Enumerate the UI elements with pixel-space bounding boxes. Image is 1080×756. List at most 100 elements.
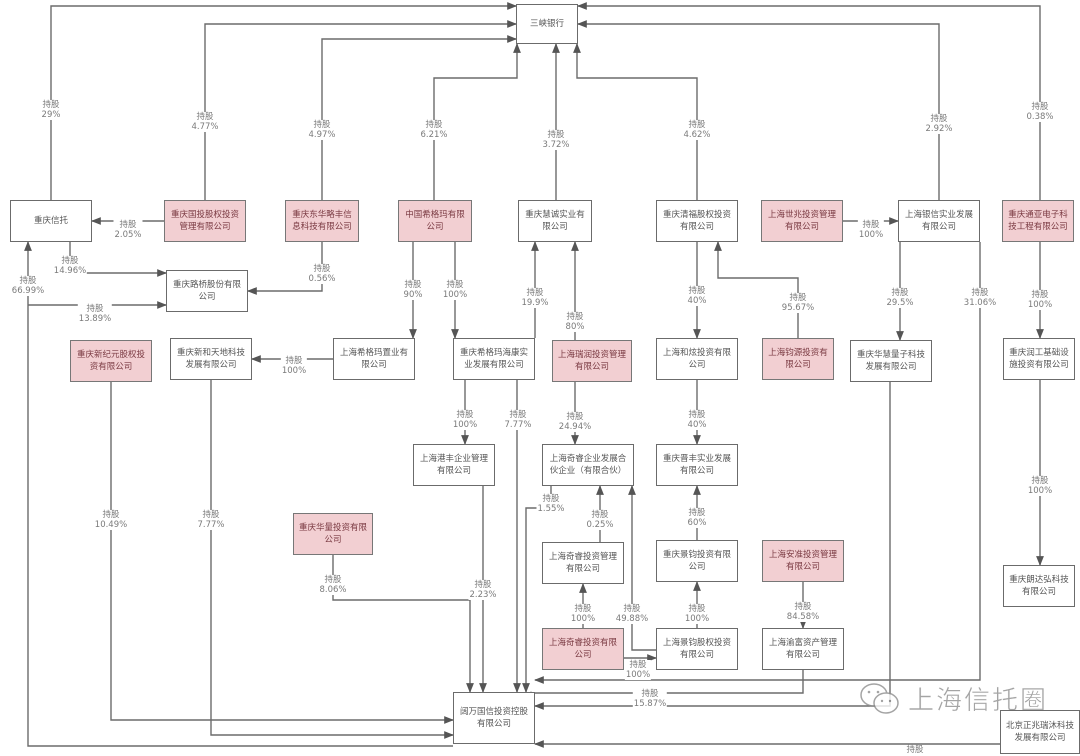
company-name: 重庆清福股权投资有限公司 [662, 210, 731, 232]
company-name: 上海奇睿投资管理有限公司 [548, 552, 617, 574]
hold-text: 持股 [591, 510, 609, 520]
ownership-label: 持股 13.89% [77, 304, 113, 324]
company-node-cqgt[interactable]: 重庆国投股权投资管理有限公司 [164, 200, 246, 242]
hold-text: 持股 [526, 288, 544, 298]
ownership-percent: 24.94% [558, 422, 592, 432]
company-name: 上海钧源投资有限公司 [768, 348, 828, 370]
company-node-cqxj[interactable]: 重庆新纪元股权投资有限公司 [70, 340, 152, 382]
company-node-cqlq[interactable]: 重庆路桥股份有限公司 [166, 270, 248, 312]
hold-text: 持股 [456, 410, 474, 420]
company-name: 重庆晋丰实业发展有限公司 [662, 454, 731, 476]
company-node-cqxgmhk[interactable]: 重庆希格玛海康实业发展有限公司 [453, 338, 535, 380]
ownership-percent: 19.9% [521, 298, 549, 308]
company-node-cqjy[interactable]: 重庆景钧投资有限公司 [656, 540, 738, 582]
ownership-edge-shyx-to-ywgx [534, 242, 981, 684]
company-node-sxbank[interactable]: 三峡银行 [516, 4, 578, 44]
company-node-zgsjm[interactable]: 中国希格玛有限公司 [398, 200, 472, 242]
company-node-shyf[interactable]: 上海渝富资产管理有限公司 [762, 628, 844, 670]
ownership-percent: 13.89% [78, 314, 112, 324]
company-node-shhx[interactable]: 上海和炫投资有限公司 [656, 338, 738, 380]
hold-text: 持股 [61, 256, 79, 266]
company-node-shsz[interactable]: 上海世兆投资管理有限公司 [761, 200, 843, 242]
ownership-label: 持股 40% [686, 286, 708, 306]
company-node-cqty[interactable]: 重庆通亚电子科技工程有限公司 [1002, 200, 1074, 242]
ownership-label: 持股 7.77% [503, 410, 533, 430]
company-node-cqjf[interactable]: 重庆晋丰实业发展有限公司 [656, 444, 738, 486]
ownership-label: 持股 100% [569, 604, 597, 624]
ownership-percent: 6.21% [420, 130, 448, 140]
ownership-label: 持股 100% [683, 604, 711, 624]
hold-text: 持股 [42, 100, 60, 110]
company-node-shgf[interactable]: 上海港丰企业管理有限公司 [413, 444, 495, 486]
company-node-cqjc[interactable]: 重庆慧诚实业有限公司 [518, 200, 592, 242]
company-node-shrr[interactable]: 上海瑞润投资管理有限公司 [552, 340, 632, 382]
hold-text: 持股 [119, 220, 137, 230]
hold-text: 持股 [313, 264, 331, 274]
ownership-label: 持股 0.25% [585, 510, 615, 530]
company-name: 上海安准投资管理有限公司 [768, 550, 837, 572]
hold-text: 持股 [19, 276, 37, 286]
company-node-cqqf[interactable]: 重庆清福股权投资有限公司 [656, 200, 738, 242]
company-node-ywgx[interactable]: 阔万国信投资控股有限公司 [453, 692, 535, 744]
ownership-label: 持股 4.77% [190, 112, 220, 132]
ownership-percent: 8.06% [319, 585, 347, 595]
ownership-percent: 15.87% [633, 699, 667, 709]
hold-text: 持股 [1031, 102, 1049, 112]
ownership-edge-cqxh-to-ywgx [210, 380, 454, 739]
company-name: 中国希格玛有限公司 [405, 210, 465, 232]
company-node-cqdh2[interactable]: 重庆朗达弘科技有限公司 [1003, 565, 1075, 607]
ownership-percent: 3.72% [542, 140, 570, 150]
ownership-label: 持股 15.87% [632, 689, 668, 709]
company-name: 上海银信实业发展有限公司 [904, 210, 973, 232]
ownership-percent: 14.96% [53, 266, 87, 276]
company-node-bjzs[interactable]: 北京正兆瑞沐科技发展有限公司 [1000, 710, 1080, 754]
company-node-shqrhh[interactable]: 上海奇睿企业发展合伙企业（有限合伙） [542, 444, 634, 486]
ownership-label: 持股 1.55% [536, 494, 566, 514]
ownership-edge-cqgt-to-sxbank [204, 20, 517, 200]
hold-text: 持股 [688, 410, 706, 420]
hold-text: 持股 [688, 286, 706, 296]
company-node-shjy[interactable]: 上海钧源投资有限公司 [762, 338, 834, 380]
ownership-percent: 10.49% [94, 520, 128, 530]
ownership-percent: 0.38% [1026, 112, 1054, 122]
ownership-label: 持股 0.56% [307, 264, 337, 284]
company-node-cqhh[interactable]: 重庆华慧量子科技发展有限公司 [850, 340, 932, 382]
ownership-label: 持股 95.67% [780, 293, 816, 313]
ownership-label: 持股 100% [441, 280, 469, 300]
company-node-shaj[interactable]: 上海安准投资管理有限公司 [762, 540, 844, 582]
hold-text: 持股 [425, 120, 443, 130]
ownership-edge-cqxj-to-ywgx [110, 382, 454, 724]
ownership-percent: 1.55% [537, 504, 565, 514]
company-node-shqrtz[interactable]: 上海奇睿投资有限公司 [542, 628, 624, 670]
company-node-cqxh[interactable]: 重庆新和天地科技发展有限公司 [170, 338, 252, 380]
ownership-label: 持股 [905, 745, 925, 755]
hold-text: 持股 [547, 130, 565, 140]
company-node-cqhl[interactable]: 重庆华量投资有限公司 [293, 513, 373, 555]
company-node-shjygq[interactable]: 上海景钧股权投资有限公司 [656, 628, 738, 670]
company-node-shyx[interactable]: 上海银信实业发展有限公司 [898, 200, 980, 242]
hold-text: 持股 [509, 410, 527, 420]
hold-text: 持股 [688, 604, 706, 614]
hold-text: 持股 [623, 604, 641, 614]
ownership-percent: 100% [570, 614, 596, 624]
hold-text: 持股 [629, 660, 647, 670]
ownership-percent: 7.77% [197, 520, 225, 530]
hold-text: 持股 [971, 288, 989, 298]
ownership-percent: 40% [687, 420, 707, 430]
ownership-percent: 84.58% [786, 612, 820, 622]
hold-text: 持股 [404, 280, 422, 290]
hold-text: 持股 [1031, 476, 1049, 486]
company-name: 重庆信托 [33, 216, 68, 226]
company-name: 重庆华量投资有限公司 [298, 523, 367, 545]
company-node-cqdh[interactable]: 重庆东华略丰信息科技有限公司 [285, 200, 359, 242]
company-node-shqrgl[interactable]: 上海奇睿投资管理有限公司 [542, 542, 624, 584]
ownership-label: 持股 100% [280, 356, 308, 376]
company-node-cqtg[interactable]: 重庆润工基础设施投资有限公司 [1003, 338, 1075, 380]
company-node-cqxt[interactable]: 重庆信托 [10, 200, 92, 242]
company-node-shxgmzy[interactable]: 上海希格玛置业有限公司 [333, 338, 415, 380]
ownership-percent: 40% [687, 296, 707, 306]
ownership-percent: 100% [625, 670, 651, 680]
ownership-label: 持股 100% [624, 660, 652, 680]
company-name: 上海和炫投资有限公司 [662, 348, 731, 370]
hold-text: 持股 [641, 689, 659, 699]
